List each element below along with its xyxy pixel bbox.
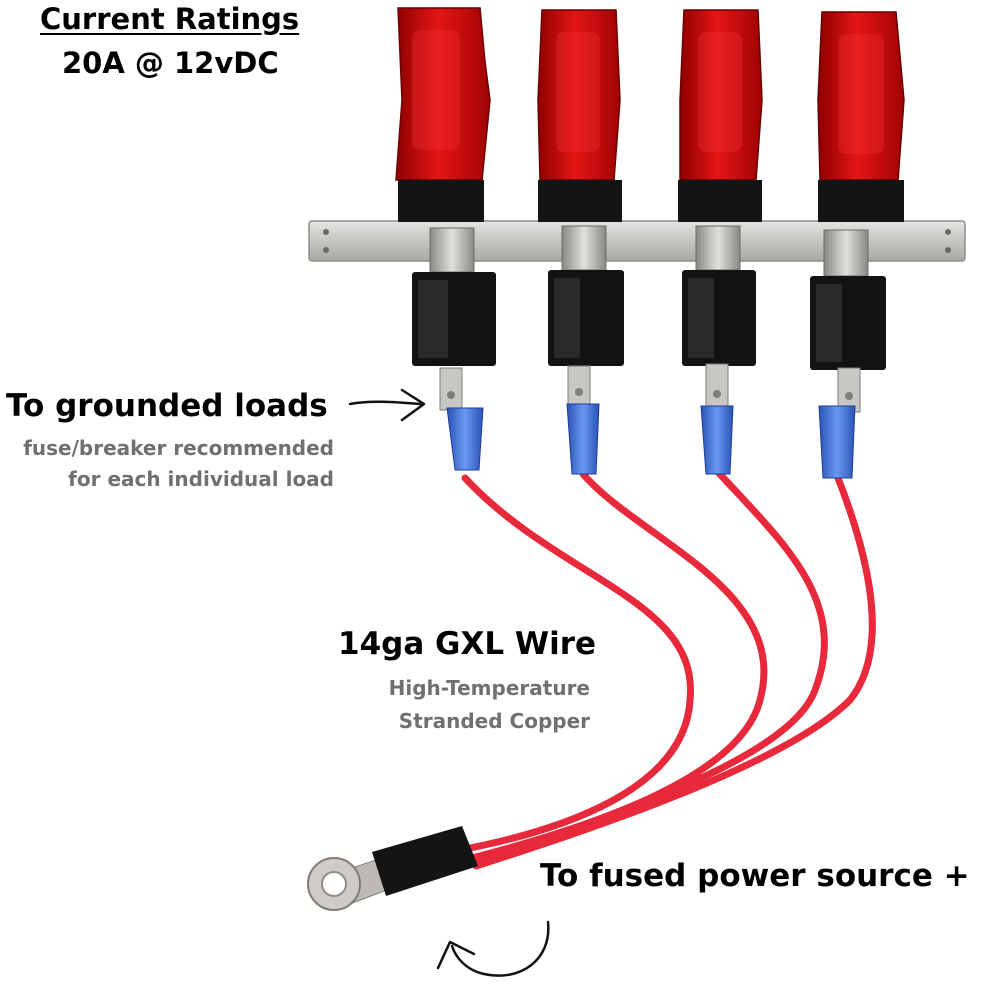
toggle-switch-icon	[810, 11, 905, 479]
power-source-label: To fused power source +	[540, 858, 970, 894]
wire-bundle	[461, 468, 876, 870]
toggle-switch-icon	[678, 9, 763, 475]
current-ratings-value: 20A @ 12vDC	[62, 46, 279, 80]
wire-3	[470, 468, 828, 866]
wire-gauge-label: 14ga GXL Wire	[338, 626, 597, 662]
grounded-loads-note: fuse/breaker recommended for each indivi…	[23, 436, 334, 491]
toggle-switch-icon	[537, 9, 624, 475]
wire-4	[472, 474, 876, 870]
ring-terminal-icon	[307, 826, 478, 911]
grounded-loads-label: To grounded loads	[6, 388, 328, 424]
arrow-icon	[436, 920, 550, 977]
arrow-icon	[348, 388, 426, 422]
current-ratings-heading: Current Ratings	[40, 2, 300, 36]
wire-1	[461, 474, 694, 852]
toggle-switch-icon	[395, 7, 496, 471]
wire-description: High-Temperature Stranded Copper	[388, 676, 590, 733]
